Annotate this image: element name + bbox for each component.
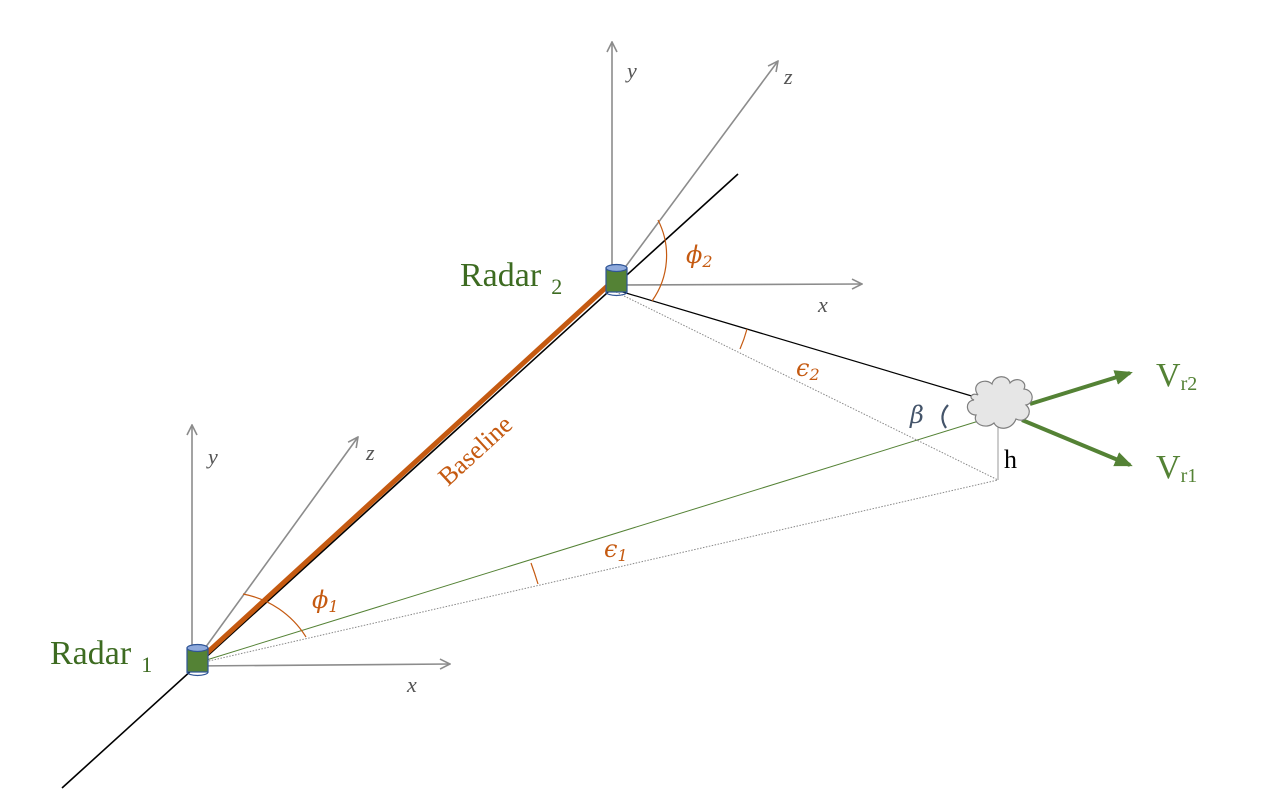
radar1-ground-projection <box>199 479 999 664</box>
phi1-label: ϕ1 <box>312 586 339 616</box>
target-cloud-icon <box>966 376 1033 429</box>
radar1-subscript: 1 <box>141 652 152 677</box>
radar1-y-label: y <box>206 444 218 469</box>
radar2-x-label: x <box>817 292 828 317</box>
radar2-icon <box>605 263 628 297</box>
eps1-subscript: 1 <box>617 546 627 565</box>
vr1-subscript: r1 <box>1181 465 1198 487</box>
radar2-ground-projection <box>615 291 999 481</box>
beta-arc <box>941 404 949 429</box>
vr1-label: Vr1 <box>1156 449 1197 487</box>
vr2-arrow <box>1029 370 1133 406</box>
radar2-x-axis <box>611 284 862 285</box>
vr2-subscript: r2 <box>1181 373 1198 395</box>
radar1-x-axis <box>191 664 450 666</box>
beta-label: β <box>909 401 924 429</box>
radar2-line-of-sight <box>615 289 976 398</box>
height-label: h <box>1004 445 1017 474</box>
radar2-z-label: z <box>783 64 793 89</box>
eps1-label: ϵ1 <box>604 535 628 565</box>
radar2-label-text: Radar <box>460 257 542 294</box>
vr1-symbol: V <box>1156 449 1181 486</box>
radar2-axes <box>612 42 862 285</box>
radar2-z-axis <box>611 61 778 286</box>
eps1-arc <box>530 562 539 585</box>
eps2-arc <box>739 328 748 350</box>
radar1-z-label: z <box>365 440 375 465</box>
radar1-icon <box>186 643 209 677</box>
baseline-label: Baseline <box>432 410 518 492</box>
radar1-axes <box>192 425 450 666</box>
phi2-label: ϕ2 <box>686 241 713 271</box>
eps1-symbol: ϵ <box>604 535 617 563</box>
eps2-label: ϵ2 <box>796 354 820 384</box>
vr2-symbol: V <box>1156 357 1181 394</box>
phi2-arc <box>651 219 668 302</box>
baseline-extension-line <box>61 173 739 789</box>
radar2-subscript: 2 <box>551 274 562 299</box>
phi2-symbol: ϕ <box>686 241 702 269</box>
vr1-arrow <box>1021 418 1133 467</box>
phi1-subscript: 1 <box>328 597 338 616</box>
radar1-label: Radar 1 <box>50 635 152 677</box>
eps2-symbol: ϵ <box>796 354 809 382</box>
baseline-line <box>195 278 616 664</box>
radar2-label: Radar 2 <box>460 257 562 299</box>
eps2-subscript: 2 <box>808 365 819 384</box>
phi2-subscript: 2 <box>701 252 712 271</box>
phi1-arc <box>242 593 307 638</box>
radar1-x-label: x <box>406 672 417 697</box>
radar2-y-label: y <box>625 58 637 83</box>
radar1-z-axis <box>191 437 358 667</box>
radar1-label-text: Radar <box>50 635 132 672</box>
radar1-line-of-sight <box>199 419 983 663</box>
phi1-symbol: ϕ <box>312 586 328 614</box>
vr2-label: Vr2 <box>1156 357 1197 395</box>
